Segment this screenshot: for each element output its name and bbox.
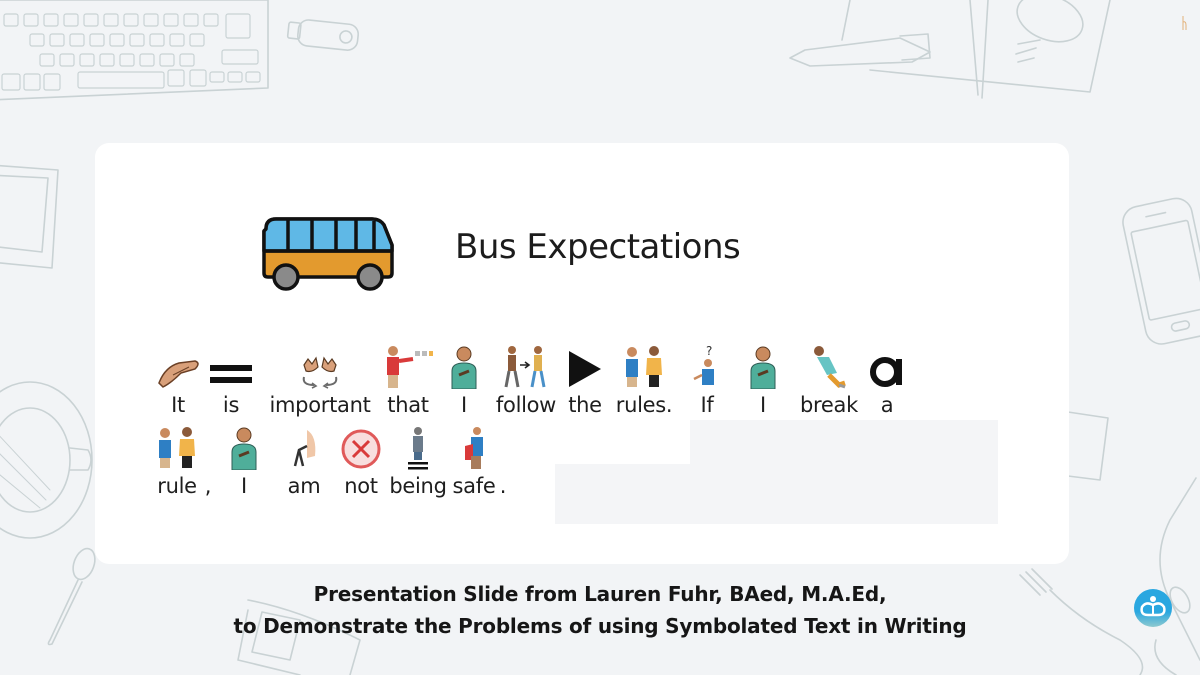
symbol-row-2: rule , I am not <box>155 426 509 498</box>
coffee-cup-doodle-icon <box>0 381 93 539</box>
symbol-word: the <box>561 345 609 417</box>
word-label: is <box>222 393 240 417</box>
earphones-doodle-icon <box>1154 477 1200 675</box>
blank-region <box>555 464 695 524</box>
word-label: , <box>204 474 212 498</box>
word-label: I <box>461 393 467 417</box>
word-label: the <box>568 393 602 417</box>
symbol-word: I <box>217 426 271 498</box>
word-label: break <box>800 393 858 417</box>
corner-mark-icon <box>1182 16 1187 30</box>
slide-title: Bus Expectations <box>455 227 741 267</box>
self-person-icon <box>750 346 776 389</box>
word-label: . <box>499 474 507 498</box>
symbol-word: safe <box>451 426 497 498</box>
slide-caption: Presentation Slide from Lauren Fuhr, BAe… <box>0 578 1200 642</box>
symbol-word: break <box>791 345 867 417</box>
keyboard-doodle-icon <box>0 0 269 101</box>
self-person-icon <box>451 346 477 389</box>
symbol-word: It <box>155 345 201 417</box>
word-label: not <box>344 474 378 498</box>
word-label: safe <box>452 474 496 498</box>
symbol-word: follow <box>491 345 561 417</box>
standing-person-icon <box>408 427 428 470</box>
symbol-word: am <box>271 426 337 498</box>
letter-a-icon <box>870 357 902 387</box>
slide-card: Bus Expectations It is important <box>95 143 1069 564</box>
word-label: that <box>387 393 429 417</box>
word-label: a <box>880 393 894 417</box>
symbol-word: , <box>199 426 217 498</box>
note-doodle-icon <box>1067 411 1109 481</box>
word-label: If <box>700 393 714 417</box>
safe-person-icon <box>465 427 483 469</box>
word-label: follow <box>495 393 557 417</box>
usb-stick-doodle-icon <box>286 19 360 51</box>
svg-text:?: ? <box>706 345 712 358</box>
symbol-word: important <box>261 345 379 417</box>
break-person-icon <box>814 346 846 389</box>
equals-icon <box>210 365 252 383</box>
not-x-circle-icon <box>341 429 381 469</box>
two-people-rules-icon <box>159 427 195 468</box>
tablet-doodle-icon <box>0 164 59 269</box>
symbol-word: that <box>379 345 437 417</box>
symbol-word: I <box>735 345 791 417</box>
am-person-icon <box>293 430 316 467</box>
word-label: It <box>171 393 185 417</box>
point-at-that-icon <box>387 346 433 388</box>
bus-icon <box>262 217 394 291</box>
blank-region <box>690 420 998 524</box>
symbol-word: I <box>437 345 491 417</box>
caption-line-2: to Demonstrate the Problems of using Sym… <box>233 614 967 638</box>
symbol-word: . <box>497 426 509 498</box>
symbol-word: a <box>867 345 907 417</box>
phone-doodle-icon <box>1122 197 1200 345</box>
symbol-word: ? If <box>679 345 735 417</box>
word-label: am <box>287 474 321 498</box>
follow-people-icon <box>504 346 546 388</box>
symbol-word: rules. <box>609 345 679 417</box>
symbol-row-1: It is important that <box>155 345 907 417</box>
important-hands-icon <box>302 356 338 389</box>
symbol-word: is <box>201 345 261 417</box>
word-label: rule <box>157 474 197 498</box>
brand-logo-icon[interactable] <box>1134 589 1172 627</box>
word-label: rules. <box>615 393 673 417</box>
symbol-word: not <box>337 426 385 498</box>
point-hand-icon <box>158 360 199 388</box>
word-label: important <box>269 393 371 417</box>
self-person-icon <box>231 427 257 470</box>
word-label: I <box>241 474 247 498</box>
caption-line-1: Presentation Slide from Lauren Fuhr, BAe… <box>313 582 887 606</box>
symbol-word: being <box>385 426 451 498</box>
play-triangle-icon <box>569 351 601 387</box>
question-person-icon: ? <box>693 345 714 385</box>
word-label: I <box>760 393 766 417</box>
two-people-rules-icon <box>626 346 662 387</box>
symbol-word: rule <box>155 426 199 498</box>
word-label: being <box>389 474 447 498</box>
pen-notebook-doodle-icon <box>789 0 1111 99</box>
